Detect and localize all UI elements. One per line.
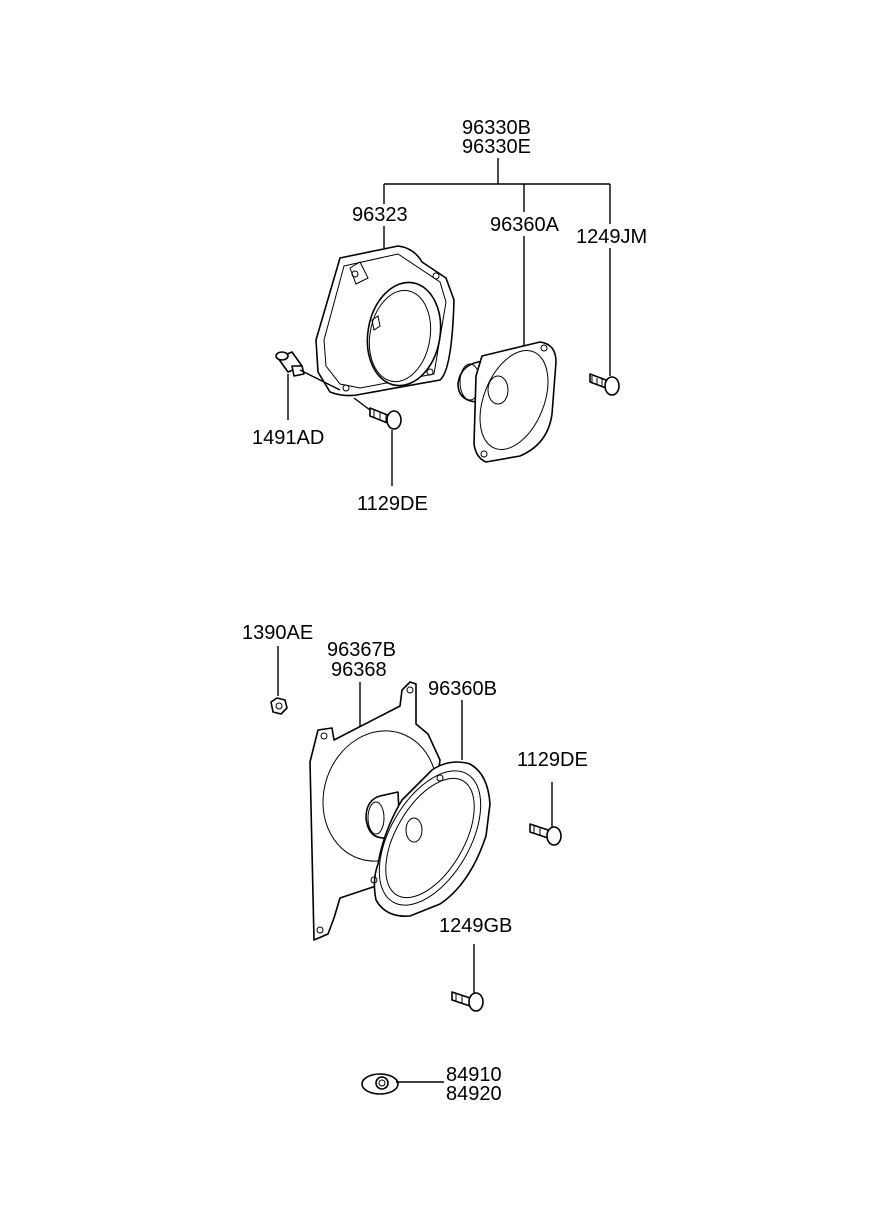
label-speaker-96360b: 96360B	[428, 678, 497, 700]
label-bolt-1491ad: 1491AD	[252, 427, 325, 449]
speaker-96360b	[365, 700, 491, 917]
speaker-96360a	[457, 341, 557, 463]
top-leader-tree	[383, 158, 611, 376]
screw-1249jm	[589, 373, 620, 396]
label-screw-1249jm: 1249JM	[576, 226, 648, 248]
label-assembly-96330b: 96330B	[462, 117, 531, 139]
label-clip-84910: 84910	[446, 1064, 502, 1086]
label-screw-1249gb: 1249GB	[439, 915, 513, 937]
speaker-bracket-96323	[315, 245, 455, 397]
bolt-1491ad	[275, 351, 341, 420]
label-clip-84920: 84920	[446, 1083, 502, 1105]
label-bracket-96323: 96323	[352, 204, 408, 226]
label-nut-1390ae: 1390AE	[242, 622, 314, 644]
label-speaker-96360a: 96360A	[490, 214, 559, 236]
clip-84910	[361, 1073, 444, 1095]
label-assembly-96330e: 96330E	[462, 136, 531, 158]
screw-1249gb	[451, 944, 484, 1012]
label-bracket-96368: 96368	[331, 659, 387, 681]
label-screw-1129de-top: 1129DE	[357, 493, 428, 515]
screw-1129de-top	[353, 397, 402, 486]
label-bracket-96367b: 96367B	[327, 639, 396, 661]
nut-1390ae	[270, 646, 288, 715]
label-screw-1129de-bottom: 1129DE	[517, 749, 588, 771]
screw-1129de-bottom	[529, 782, 562, 846]
